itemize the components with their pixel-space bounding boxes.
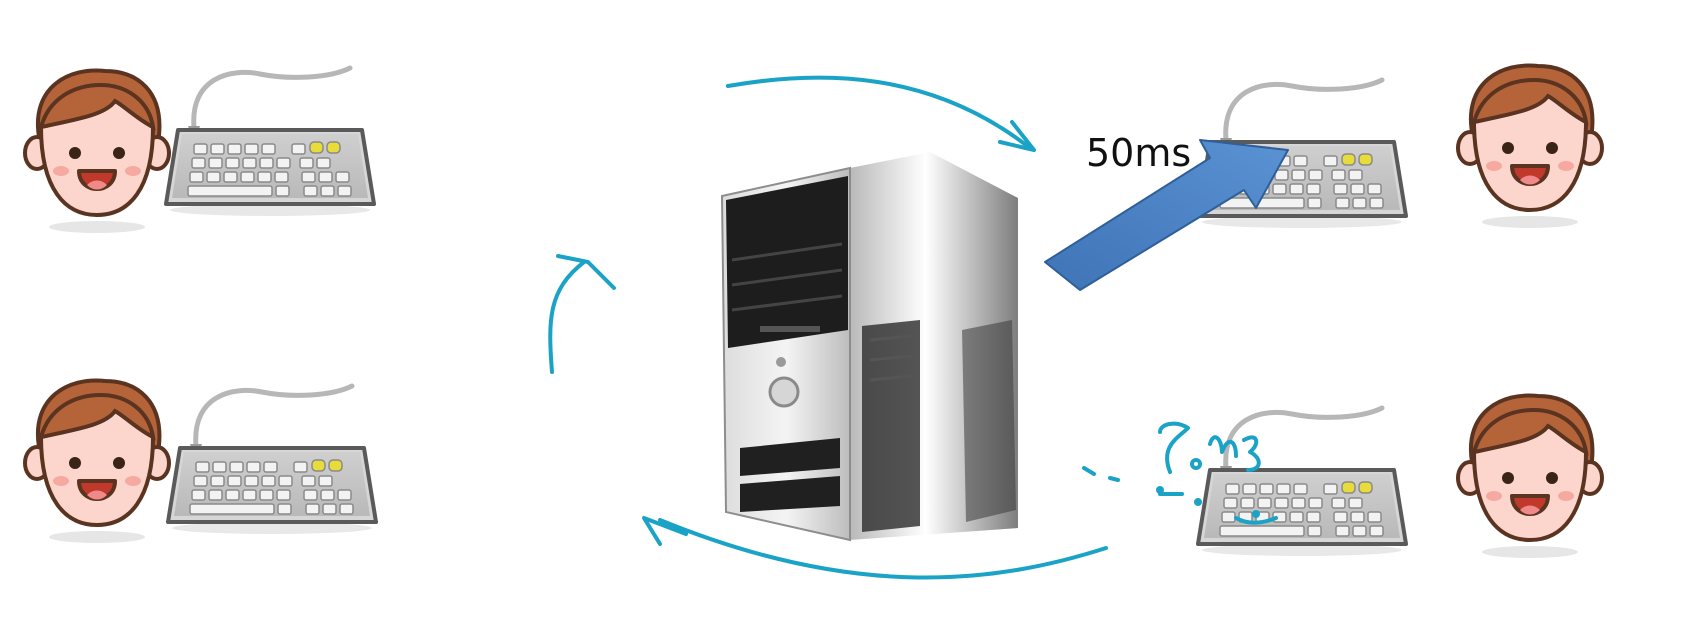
server-tower-icon [720, 152, 1018, 542]
keyboard-icon [168, 386, 376, 534]
curved-arrow-bottom [642, 516, 1108, 580]
handwritten-note [1082, 421, 1278, 525]
user-face-icon [23, 68, 171, 235]
user-face-icon [1456, 393, 1604, 560]
client-bottom-left [23, 378, 376, 545]
keyboard-icon [166, 68, 374, 216]
curved-arrow-top [726, 75, 1036, 152]
user-face-icon [1456, 63, 1604, 230]
latency-label: 50ms [1086, 131, 1191, 175]
client-bottom-right [1198, 393, 1604, 560]
user-face-icon [23, 378, 171, 545]
keyboard-icon [1198, 408, 1406, 556]
latency-arrow [1044, 139, 1289, 291]
curved-arrow-left [548, 254, 616, 374]
client-top-left [23, 68, 374, 235]
